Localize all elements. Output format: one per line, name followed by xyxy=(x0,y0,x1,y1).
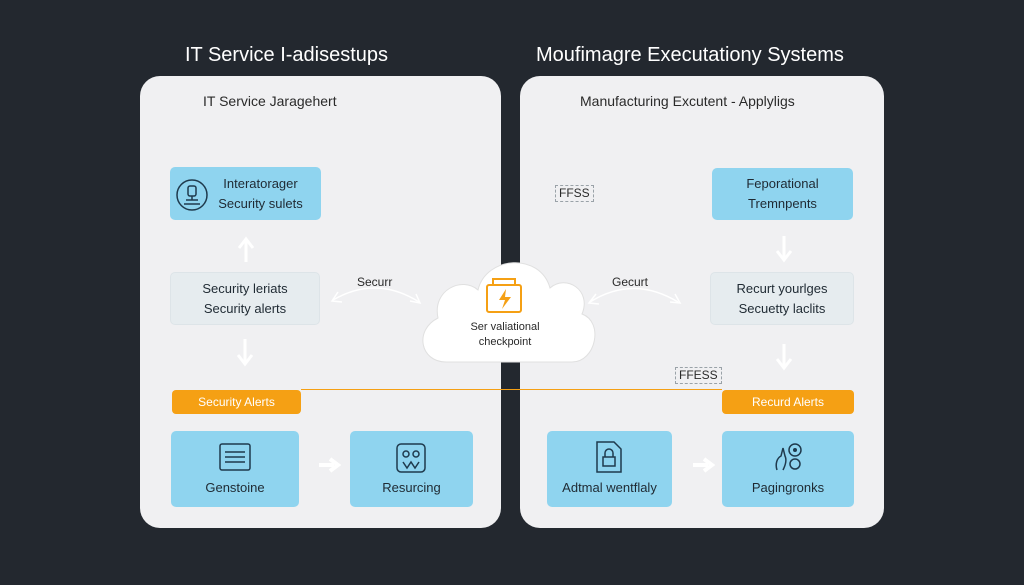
right-top-box-line1: Feporational xyxy=(746,176,819,191)
document-list-icon xyxy=(219,443,251,471)
left-card1-label: Genstoine xyxy=(205,480,265,495)
lightning-folder-icon xyxy=(486,278,522,313)
right-card1-label: Adtmal wentflaly xyxy=(562,480,657,495)
left-middle-box-line1: Security leriats xyxy=(202,280,288,296)
gear-hand-icon xyxy=(775,443,802,471)
left-curve-arrow xyxy=(330,287,422,305)
right-card2-label: Pagingronks xyxy=(751,480,825,495)
left-down-arrow xyxy=(236,339,254,367)
right-arrow-label: Gecurt xyxy=(612,275,649,289)
right-top-box[interactable]: Feporational Tremnpents xyxy=(712,168,853,220)
right-middle-box[interactable]: Recurt yourlges Secuetty laclits xyxy=(710,272,854,325)
right-curve-arrow xyxy=(587,287,682,305)
left-top-box-line2: Security sulets xyxy=(218,195,303,211)
right-card-workflow[interactable]: Adtmal wentflaly xyxy=(547,431,672,507)
lock-document-icon xyxy=(596,441,622,473)
left-card-arrow xyxy=(319,457,342,473)
cloud-label-line2: checkpoint xyxy=(478,336,532,348)
cloud-label: Ser valiational checkpoint xyxy=(455,320,555,350)
right-down-arrow-top xyxy=(775,236,793,263)
right-panel-subtitle: Manufacturing Excutent - Applyligs xyxy=(580,93,795,109)
right-dashed-label-top: FFSS xyxy=(555,185,594,202)
left-alert-bar[interactable]: Security Alerts xyxy=(172,390,301,414)
left-arrow-label: Securr xyxy=(357,275,393,289)
right-top-box-line2: Tremnpents xyxy=(748,196,817,211)
left-section-title: IT Service I-adisestups xyxy=(185,44,389,66)
left-panel-subtitle: IT Service Jaragehert xyxy=(203,93,337,109)
cloud-label-line1: Ser valiational xyxy=(470,321,540,333)
right-card-pagingronks[interactable]: Pagingronks xyxy=(722,431,854,507)
right-alert-bar[interactable]: Recurd Alerts xyxy=(722,390,854,414)
left-up-arrow xyxy=(237,236,255,262)
left-middle-box-line2: Security alerts xyxy=(203,300,287,316)
right-card-arrow xyxy=(693,457,716,473)
right-section-title: Moufimagre Executationy Systems xyxy=(536,44,844,66)
right-dashed-label-bottom: FFESS xyxy=(675,367,722,384)
panel-icon xyxy=(396,443,426,473)
left-card2-label: Resurcing xyxy=(382,480,441,495)
left-top-box-line1: Interatorager xyxy=(223,175,298,191)
connector-line xyxy=(301,389,722,390)
right-middle-box-line1: Recurt yourlges xyxy=(736,280,828,296)
left-middle-box[interactable]: Security leriats Security alerts xyxy=(170,272,320,325)
right-middle-box-line2: Secuetty laclits xyxy=(738,300,826,316)
monitor-icon xyxy=(176,179,208,211)
left-top-box[interactable]: Interatorager Security sulets xyxy=(170,167,321,220)
right-down-arrow-bottom xyxy=(775,344,793,371)
